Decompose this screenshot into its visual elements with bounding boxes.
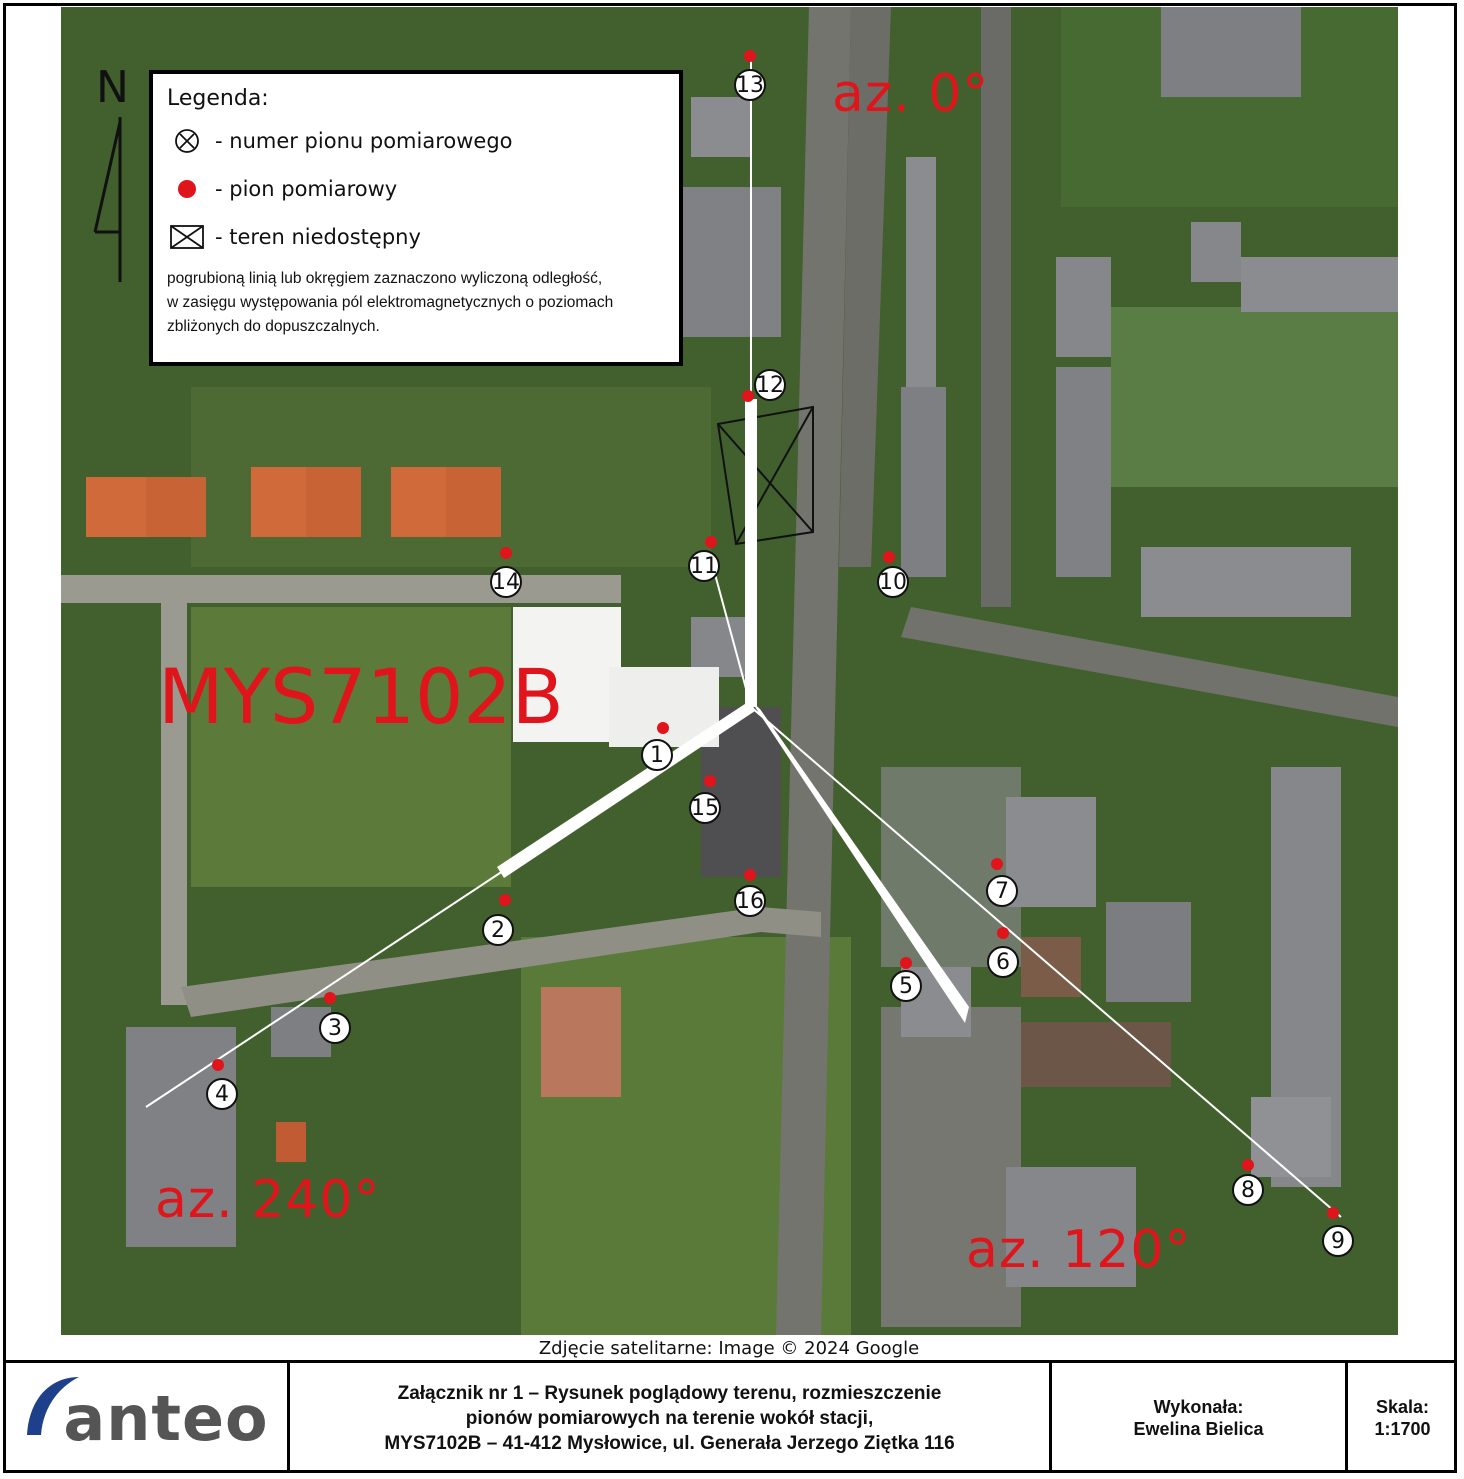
- author-name: Ewelina Bielica: [1133, 1419, 1264, 1439]
- north-arrow-icon: [93, 117, 122, 282]
- legend-item-point: - pion pomiarowy: [167, 165, 665, 213]
- anteo-logo: anteo: [63, 1381, 269, 1455]
- measurement-point-dot[interactable]: [1242, 1159, 1254, 1171]
- measurement-point-dot[interactable]: [324, 992, 336, 1004]
- map-caption: Zdjęcie satelitarne: Image © 2024 Google: [538, 1338, 920, 1359]
- measurement-point-dot[interactable]: [900, 957, 912, 969]
- measurement-point-number[interactable]: 1: [641, 739, 673, 771]
- measurement-point-number[interactable]: 16: [734, 885, 766, 917]
- legend-inaccessible-label: - teren niedostępny: [215, 225, 421, 249]
- measurement-point-dot[interactable]: [499, 894, 511, 906]
- measurement-point-number[interactable]: 3: [319, 1012, 351, 1044]
- measurement-point-dot[interactable]: [742, 390, 754, 402]
- measurement-point-number[interactable]: 2: [482, 914, 514, 946]
- legend-number-label: - numer pionu pomiarowego: [215, 129, 513, 153]
- measurement-point-number[interactable]: 15: [689, 792, 721, 824]
- measurement-point-dot[interactable]: [997, 927, 1009, 939]
- measurement-point-dot[interactable]: [883, 551, 895, 563]
- azimuth-label-240: az. 240°: [155, 1170, 381, 1230]
- measurement-point-dot[interactable]: [212, 1059, 224, 1071]
- measurement-point-number[interactable]: 10: [877, 566, 909, 598]
- scale-value: 1:1700: [1374, 1419, 1431, 1439]
- measurement-point-dot[interactable]: [704, 775, 716, 787]
- legend-note-line: pogrubioną linią lub okręgiem zaznaczono…: [167, 270, 603, 287]
- measurement-point-number[interactable]: 12: [754, 369, 786, 401]
- legend-box: Legenda: - numer pionu pomiarowego - pio…: [149, 70, 683, 366]
- measurement-point-dot[interactable]: [991, 858, 1003, 870]
- azimuth-label-120: az. 120°: [966, 1220, 1192, 1280]
- station-label: MYS7102B: [158, 652, 564, 741]
- legend-note: pogrubioną linią lub okręgiem zaznaczono…: [167, 267, 665, 339]
- measurement-point-dot[interactable]: [500, 547, 512, 559]
- drawing-title: Załącznik nr 1 – Rysunek poglądowy teren…: [290, 1363, 1052, 1473]
- measurement-point-dot[interactable]: [705, 536, 717, 548]
- legend-note-line: w zasięgu występowania pól elektromagnet…: [167, 294, 614, 311]
- legend-title: Legenda:: [167, 86, 269, 111]
- north-letter: N: [96, 62, 129, 113]
- legend-point-label: - pion pomiarowy: [215, 177, 398, 201]
- crossed-box-icon: [167, 225, 207, 249]
- legend-item-number: - numer pionu pomiarowego: [167, 117, 665, 165]
- measurement-point-dot[interactable]: [744, 50, 756, 62]
- scale-label: Skala:: [1375, 1397, 1430, 1417]
- drawing-title-line: pionów pomiarowych na terenie wokół stac…: [465, 1407, 874, 1429]
- scale-cell: Skala: 1:1700: [1348, 1363, 1457, 1473]
- drawing-title-line: MYS7102B – 41-412 Mysłowice, ul. Generał…: [384, 1432, 955, 1454]
- legend-item-inaccessible: - teren niedostępny: [167, 213, 665, 261]
- measurement-point-number[interactable]: 6: [987, 946, 1019, 978]
- title-block: anteo Załącznik nr 1 – Rysunek poglądowy…: [3, 1360, 1457, 1473]
- measurement-point-dot[interactable]: [657, 722, 669, 734]
- measurement-point-dot[interactable]: [744, 869, 756, 881]
- measurement-point-number[interactable]: 5: [890, 970, 922, 1002]
- circled-x-icon: [167, 128, 207, 154]
- drawing-title-line: Załącznik nr 1 – Rysunek poglądowy teren…: [397, 1382, 942, 1404]
- measurement-point-number[interactable]: 11: [688, 550, 720, 582]
- legend-note-line: zbliżonych do dopuszczalnych.: [167, 318, 380, 335]
- measurement-point-number[interactable]: 9: [1322, 1225, 1354, 1257]
- logo-cell: anteo: [3, 1363, 290, 1473]
- red-dot-icon: [167, 178, 207, 200]
- anteo-swoosh-icon: [27, 1377, 80, 1435]
- map-canvas: [61, 7, 1398, 1335]
- measurement-point-number[interactable]: 7: [986, 875, 1018, 907]
- measurement-point-number[interactable]: 8: [1232, 1174, 1264, 1206]
- measurement-point-number[interactable]: 4: [206, 1078, 238, 1110]
- azimuth-label-0: az. 0°: [832, 64, 990, 124]
- measurement-point-number[interactable]: 13: [734, 69, 766, 101]
- author-label: Wykonała:: [1153, 1397, 1244, 1417]
- author-cell: Wykonała: Ewelina Bielica: [1052, 1363, 1348, 1473]
- measurement-point-dot[interactable]: [1327, 1207, 1339, 1219]
- measurement-point-number[interactable]: 14: [490, 566, 522, 598]
